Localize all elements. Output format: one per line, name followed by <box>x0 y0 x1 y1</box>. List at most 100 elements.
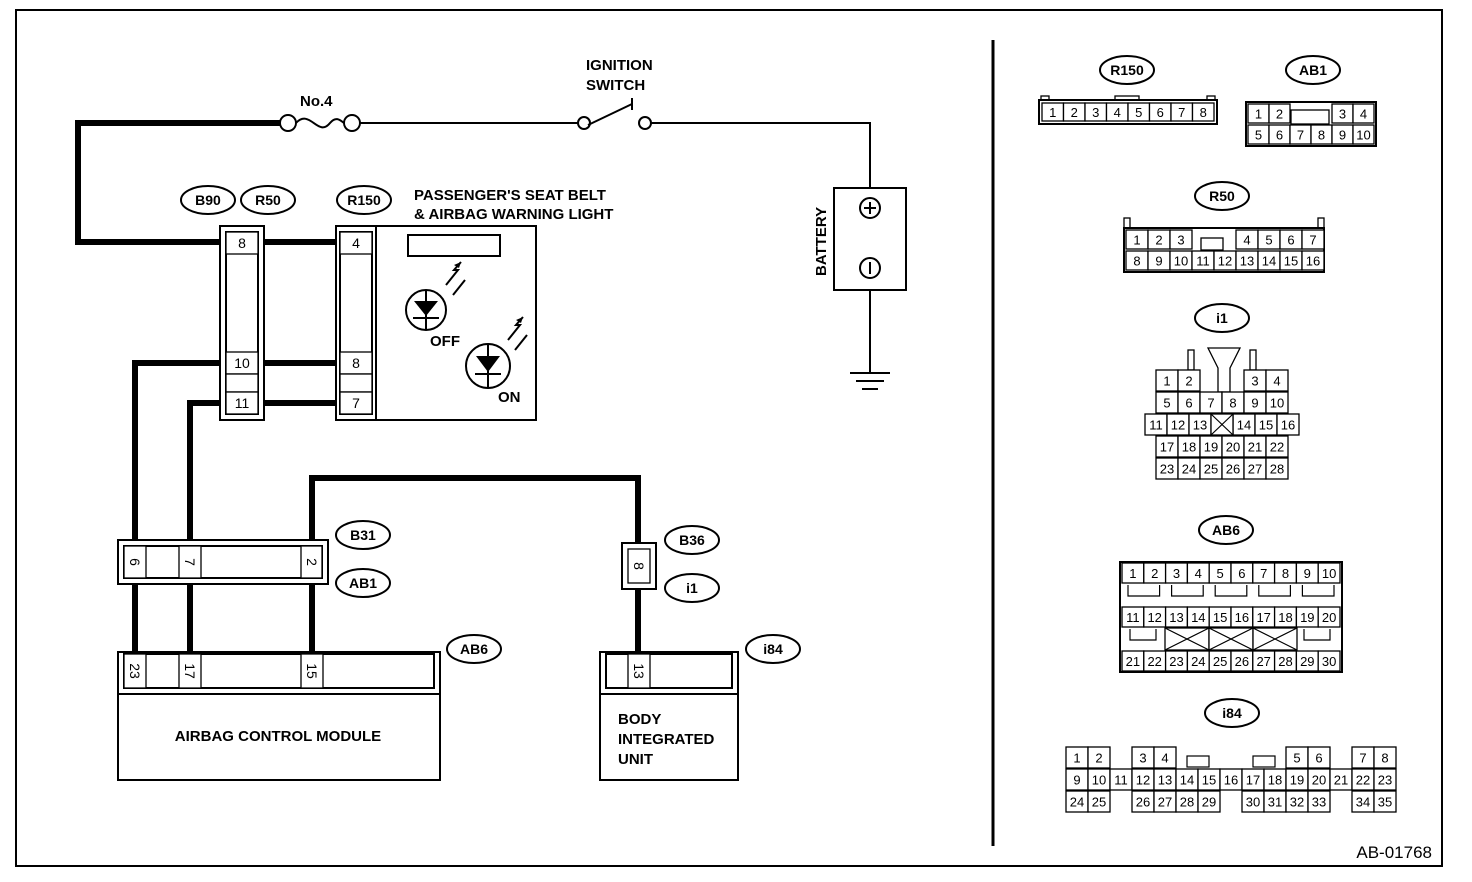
i1-pin-2: 2 <box>1185 374 1192 389</box>
i1-pin-27: 27 <box>1248 462 1262 477</box>
r50-pin-15: 15 <box>1284 254 1298 269</box>
r50-pin-5: 5 <box>1265 233 1272 248</box>
ab6-pin-28: 28 <box>1278 654 1292 669</box>
i84-pin-13: 13 <box>1158 773 1172 788</box>
i84-pin-23: 23 <box>1378 773 1392 788</box>
i84-pin-35: 35 <box>1378 795 1392 810</box>
r50-pin-14: 14 <box>1262 254 1276 269</box>
tag-b31-bubble <box>335 520 391 550</box>
i84-pin-5: 5 <box>1293 751 1300 766</box>
r50-pin-9: 9 <box>1155 254 1162 269</box>
i84-pin-30: 30 <box>1246 795 1260 810</box>
ab6-pin-22: 22 <box>1147 654 1161 669</box>
warning-light-label-2: & AIRBAG WARNING LIGHT <box>414 206 613 223</box>
ground-icon <box>850 372 890 390</box>
i84-pin-12: 12 <box>1136 773 1150 788</box>
ab6-pin-21: 21 <box>1126 654 1140 669</box>
i1-pin-4: 4 <box>1273 374 1280 389</box>
ab6-pin-13: 13 <box>1169 610 1183 625</box>
r50-pin-16: 16 <box>1306 254 1320 269</box>
fuse-element-icon <box>295 117 345 129</box>
fuse-terminal-left <box>279 114 297 132</box>
battery-label: BATTERY <box>813 207 830 276</box>
i1-pin-10: 10 <box>1270 396 1284 411</box>
r150-pin-4: 4 <box>1114 105 1121 120</box>
ignition-switch: IGNITION SWITCH <box>577 57 653 130</box>
r50-pin-4: 4 <box>1243 233 1250 248</box>
warning-light-label-1: PASSENGER'S SEAT BELT <box>414 187 606 204</box>
ab6-pin-29: 29 <box>1300 654 1314 669</box>
i84-pin-3: 3 <box>1139 751 1146 766</box>
i1-pin-28: 28 <box>1270 462 1284 477</box>
ab6-pin-9: 9 <box>1304 566 1311 581</box>
pin-b36-8: 8 <box>631 562 647 570</box>
ab1-pin-5: 5 <box>1255 128 1262 143</box>
r150-pin-7: 7 <box>1178 105 1185 120</box>
r50-pin-8: 8 <box>1133 254 1140 269</box>
fuse-terminal-right <box>343 114 361 132</box>
i84-pin-28: 28 <box>1180 795 1194 810</box>
ab6-pin-23: 23 <box>1169 654 1183 669</box>
connector-b36-i1: 8 <box>621 542 657 590</box>
switch-terminal-left <box>577 116 591 130</box>
i84-pin-25: 25 <box>1092 795 1106 810</box>
pin-b31-7: 7 <box>182 558 198 566</box>
i1-pin-5: 5 <box>1163 396 1170 411</box>
pin-i84-13: 13 <box>631 663 647 679</box>
ab1-pin-7: 7 <box>1297 128 1304 143</box>
ab6-pin-8: 8 <box>1282 566 1289 581</box>
i1-pin-12: 12 <box>1171 418 1185 433</box>
i84-pin-10: 10 <box>1092 773 1106 788</box>
r150-pin-5: 5 <box>1135 105 1142 120</box>
tag-ab6: AB6 <box>460 641 488 657</box>
ignition-switch-label-1: IGNITION <box>586 57 653 74</box>
i84-pin-29: 29 <box>1202 795 1216 810</box>
i84-pin-17: 17 <box>1246 773 1260 788</box>
i1-pin-15: 15 <box>1259 418 1273 433</box>
connector-b90-r50: 8 10 11 <box>219 225 265 421</box>
i1-pin-25: 25 <box>1204 462 1218 477</box>
view-tag-i1: i1 <box>1216 310 1228 326</box>
fuse-label: No.4 <box>300 93 333 110</box>
r50-pin-3: 3 <box>1177 233 1184 248</box>
pin-b31-2: 2 <box>304 558 320 566</box>
ab6-pin-4: 4 <box>1195 566 1202 581</box>
pin-b90-11: 11 <box>235 395 250 411</box>
ab1-pin-3: 3 <box>1339 107 1346 122</box>
i1-pin-8: 8 <box>1229 396 1236 411</box>
switch-terminal-right <box>638 116 652 130</box>
i1-pin-9: 9 <box>1251 396 1258 411</box>
body-unit-label-3: UNIT <box>618 751 653 768</box>
pin-r150-8: 8 <box>352 355 360 371</box>
tag-b36-bubble <box>664 525 720 555</box>
i1-pin-16: 16 <box>1281 418 1295 433</box>
r50-pin-1: 1 <box>1133 233 1140 248</box>
i1-latch-icon <box>1206 347 1242 393</box>
tag-r150-bubble <box>336 185 392 215</box>
i84-pin-4: 4 <box>1161 751 1168 766</box>
ab6-pin-15: 15 <box>1213 610 1227 625</box>
ab6-pin-10: 10 <box>1322 566 1336 581</box>
r150-pin-1: 1 <box>1049 105 1056 120</box>
tag-i1: i1 <box>686 580 698 596</box>
ab1-pin-9: 9 <box>1339 128 1346 143</box>
i1-pin-17: 17 <box>1160 440 1174 455</box>
ab6-pin-5: 5 <box>1216 566 1223 581</box>
view-tag-i84: i84 <box>1222 705 1242 721</box>
i1-pin-23: 23 <box>1160 462 1174 477</box>
wire-b90-11-to-b31-7 <box>187 400 224 545</box>
i84-pin-27: 27 <box>1158 795 1172 810</box>
i1-pin-14: 14 <box>1237 418 1251 433</box>
i84-pin-8: 8 <box>1381 751 1388 766</box>
r50-pin-13: 13 <box>1240 254 1254 269</box>
i84-pin-19: 19 <box>1290 773 1304 788</box>
pin-b90-8: 8 <box>238 235 246 251</box>
resistor-icon <box>407 234 501 257</box>
ab6-pin-16: 16 <box>1235 610 1249 625</box>
ab6-pin-30: 30 <box>1322 654 1336 669</box>
ab6-pin-3: 3 <box>1173 566 1180 581</box>
